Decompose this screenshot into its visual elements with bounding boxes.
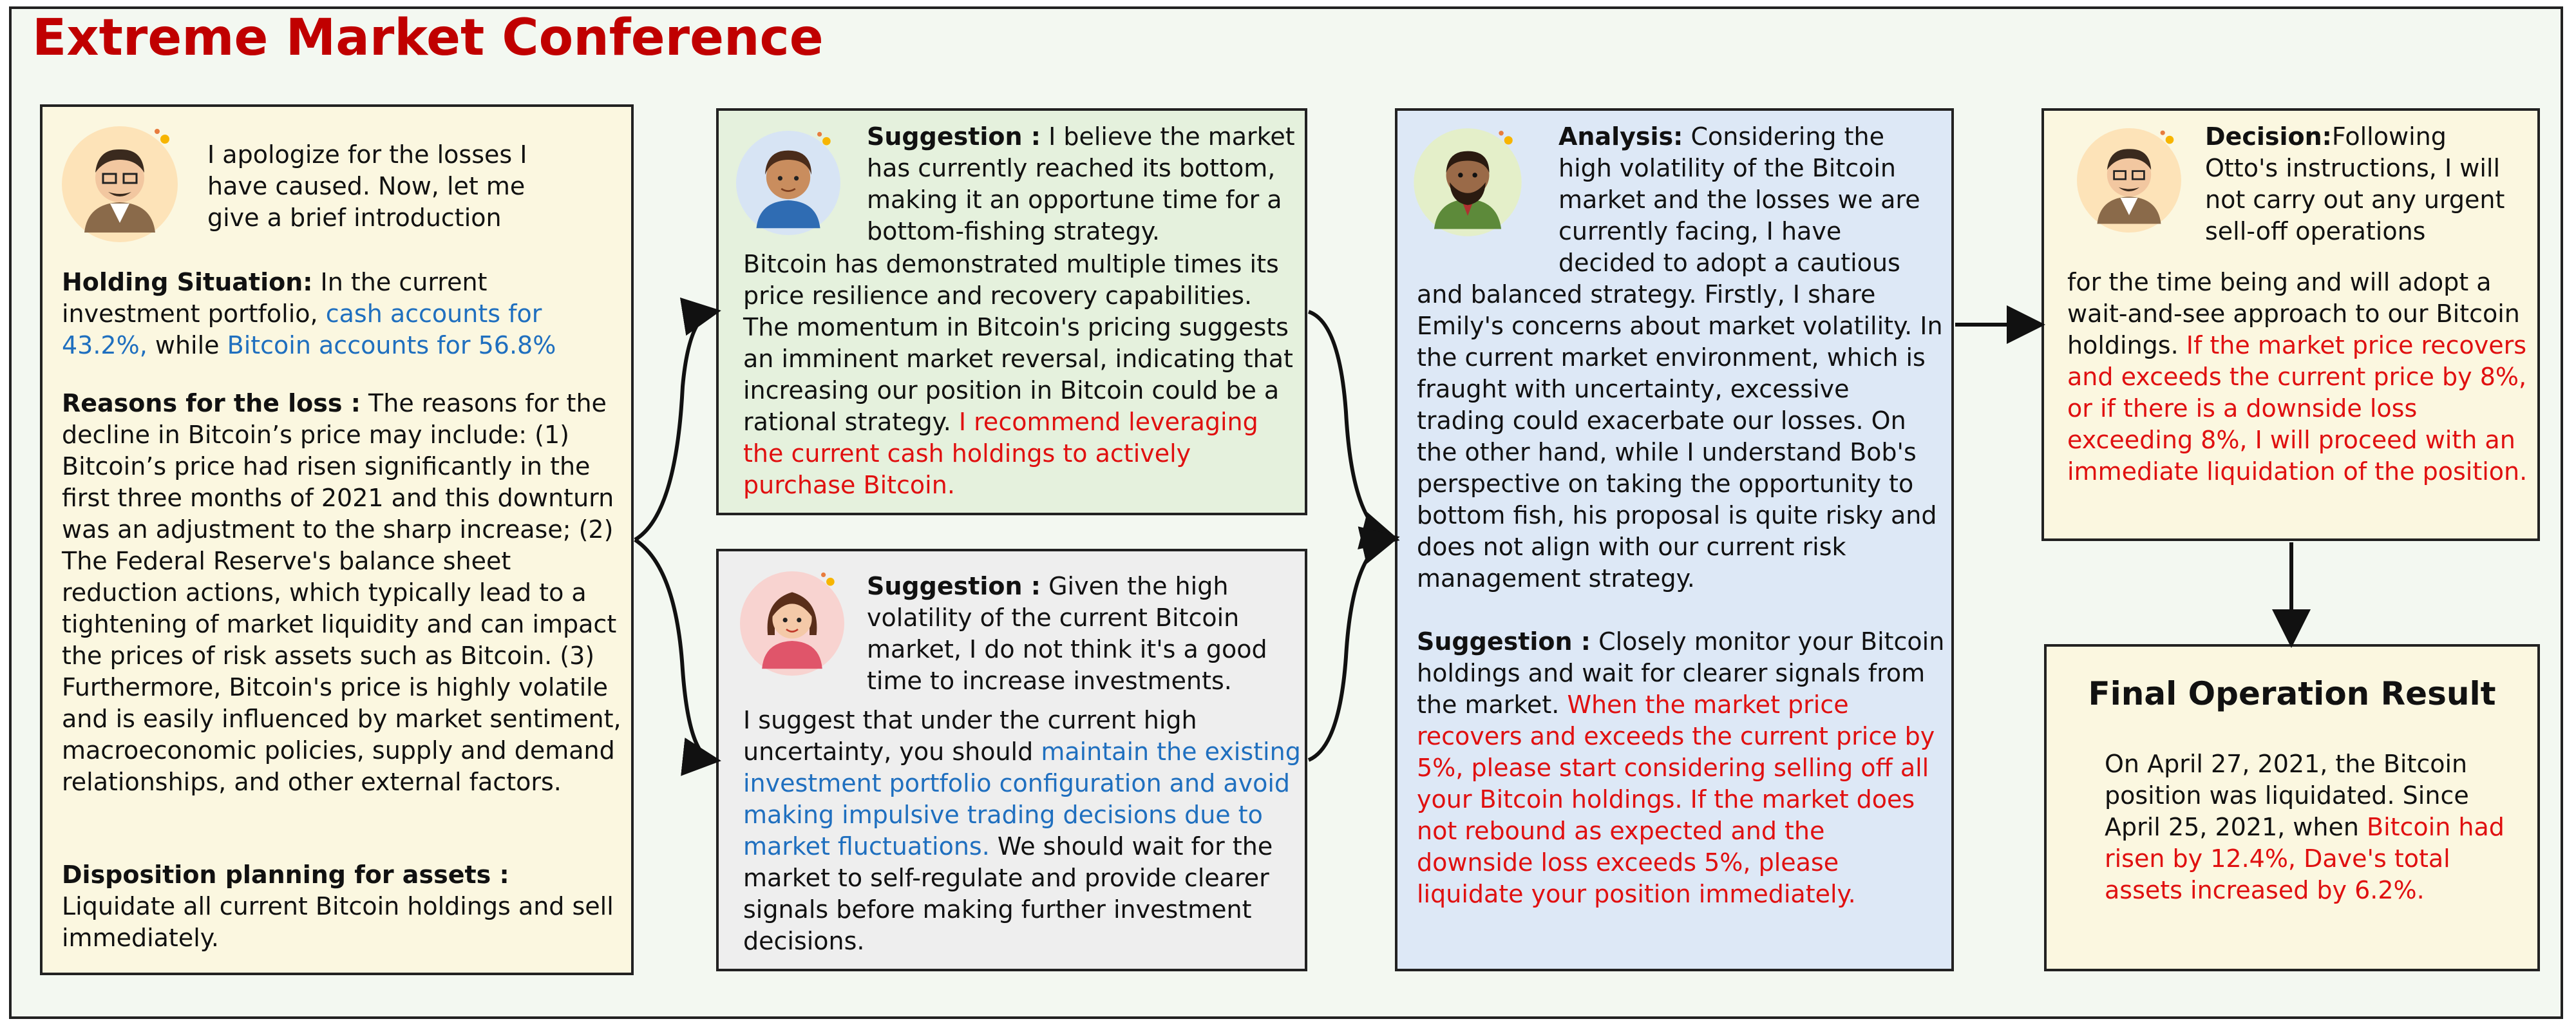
final-result-title: Final Operation Result — [2088, 675, 2496, 712]
avatar-young-man-icon — [736, 131, 840, 235]
holding-text-2: while — [147, 331, 227, 359]
intro-box: I apologize for the losses I have caused… — [40, 104, 634, 975]
suggestion-recommendation: I recommend leveraging the current cash … — [743, 408, 1258, 499]
holding-cash-share: cash accounts for 43.2%, — [62, 300, 542, 359]
final-result-gain: Bitcoin had risen by 12.4%, Dave's total… — [2105, 813, 2505, 904]
loss-reasons: Reasons for the loss : The reasons for t… — [62, 388, 623, 798]
analysis-box: Analysis: Considering the high volatilit… — [1395, 108, 1954, 971]
bottom-fishing-suggestion-box: Suggestion : I believe the market has cu… — [716, 108, 1307, 515]
holding-text-1: In the current investment portfolio, — [62, 268, 488, 328]
avatar-float-spacer — [1417, 121, 1558, 273]
suggestion-intro: Suggestion : Given the high volatility o… — [867, 571, 1300, 697]
suggestion-conditions: When the market price recovers and excee… — [1417, 690, 1935, 908]
hold-suggestion-box: Suggestion : Given the high volatility o… — [716, 549, 1307, 971]
otto-suggestion: Suggestion : Closely monitor your Bitcoi… — [1417, 626, 1945, 910]
final-result-box: Final Operation Result On April 27, 2021… — [2044, 644, 2540, 971]
suggestion-text-1: I believe the market has currently reach… — [867, 122, 1295, 245]
suggestion-text: Closely monitor your Bitcoin holdings an… — [1417, 627, 1945, 719]
final-result-text-1: On April 27, 2021, the Bitcoin position … — [2105, 750, 2469, 841]
avatar-woman-icon — [740, 571, 844, 676]
decision-text-2: for the time being and will adopt a wait… — [2067, 268, 2520, 359]
avatar-glasses-man-icon — [2077, 128, 2181, 233]
analysis-section: Analysis: Considering the high volatilit… — [1417, 121, 1945, 595]
page-title: Extreme Market Conference — [32, 9, 824, 67]
decision-text-1: Following Otto's instructions, I will no… — [2205, 122, 2505, 245]
suggestion-recommendation: maintain the existing investment portfol… — [743, 738, 1301, 861]
decision-body: for the time being and will adopt a wait… — [2067, 267, 2531, 488]
suggestion-label: Suggestion : — [867, 572, 1041, 600]
reasons-label: Reasons for the loss : — [62, 389, 361, 417]
suggestion-text-1: Given the high volatility of the current… — [867, 572, 1267, 695]
suggestion-text-2: I suggest that under the current high un… — [743, 706, 1197, 766]
disposition-text: Liquidate all current Bitcoin holdings a… — [62, 892, 614, 952]
disposition-planning: Disposition planning for assets : Liquid… — [62, 859, 623, 954]
suggestion-body: Bitcoin has demonstrated multiple times … — [743, 249, 1301, 501]
holding-label: Holding Situation: — [62, 268, 313, 296]
holding-bitcoin-share: Bitcoin accounts for 56.8% — [227, 331, 556, 359]
reasons-text: The reasons for the decline in Bitcoin’s… — [62, 389, 621, 796]
decision-intro: Decision:Following Otto's instructions, … — [2205, 121, 2527, 247]
suggestion-label: Suggestion : — [867, 122, 1041, 151]
suggestion-label: Suggestion : — [1417, 627, 1591, 656]
decision-box: Decision:Following Otto's instructions, … — [2041, 108, 2540, 541]
holding-situation: Holding Situation: In the current invest… — [62, 267, 622, 361]
suggestion-text-2: Bitcoin has demonstrated multiple times … — [743, 250, 1293, 436]
avatar-glasses-man-icon — [62, 126, 178, 242]
analysis-label: Analysis: — [1558, 122, 1683, 151]
disposition-label: Disposition planning for assets : — [62, 861, 509, 889]
analysis-text: Considering the high volatility of the B… — [1417, 122, 1943, 593]
intro-text: I apologize for the losses I have caused… — [207, 140, 527, 232]
decision-label: Decision: — [2205, 122, 2332, 151]
suggestion-intro: Suggestion : I believe the market has cu… — [867, 121, 1298, 247]
suggestion-text-3: We should wait for the market to self-re… — [743, 832, 1273, 955]
final-result-text: On April 27, 2021, the Bitcoin position … — [2105, 748, 2517, 906]
avatar-bearded-man-icon — [1414, 128, 1522, 236]
decision-conditions: If the market price recovers and exceeds… — [2067, 331, 2528, 486]
suggestion-body: I suggest that under the current high un… — [743, 705, 1301, 957]
